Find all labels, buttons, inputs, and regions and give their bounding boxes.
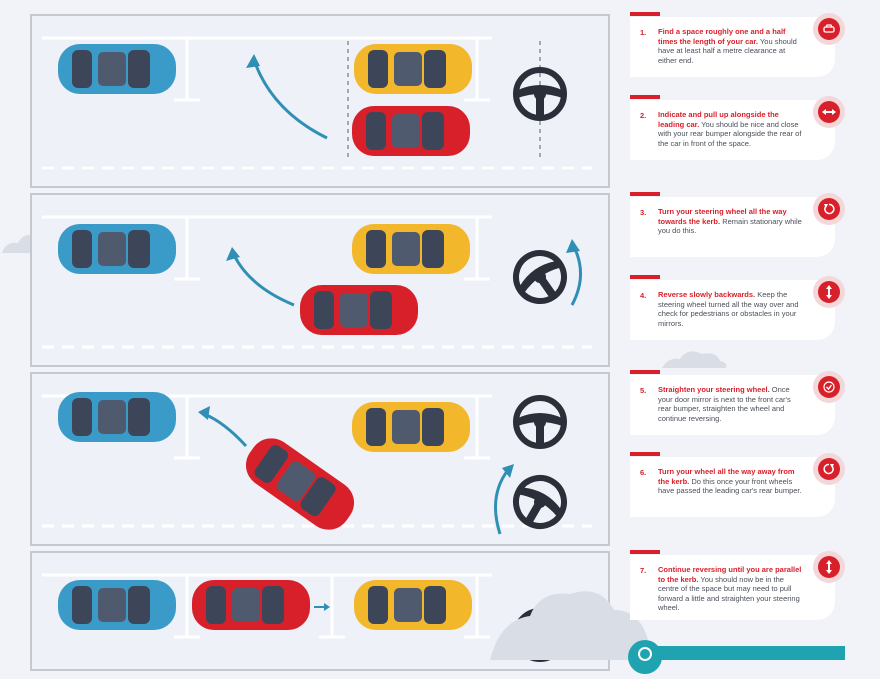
step-number: 6. xyxy=(640,468,647,477)
blue-car xyxy=(58,44,176,94)
step-card-3: 3. Turn your steering wheel all the way … xyxy=(630,192,845,257)
scene-4-drawing xyxy=(42,573,567,662)
up-down-arrows-icon xyxy=(818,281,840,303)
rotate-left-icon xyxy=(818,198,840,220)
scene-3-drawing xyxy=(42,392,592,535)
turn-arrow xyxy=(570,246,582,306)
step-lead-text: Turn your steering wheel all the way tow… xyxy=(658,207,787,226)
step-body-text: You should now be in the centre of the s… xyxy=(658,574,800,613)
step-accent-bar xyxy=(630,12,660,16)
step-number: 1. xyxy=(640,28,647,37)
check-icon xyxy=(818,376,840,398)
search-icon xyxy=(628,640,662,674)
yellow-car xyxy=(352,224,470,274)
scene-1-drawing xyxy=(42,36,592,170)
steering-wheel-icon xyxy=(513,395,567,449)
step-body-text: Do this once your front wheels have pass… xyxy=(658,476,802,496)
step-card-2: 2. Indicate and pull up alongside the le… xyxy=(630,95,845,160)
step-lead-text: Indicate and pull up alongside the leadi… xyxy=(658,110,779,129)
steering-wheel-icon xyxy=(513,67,567,121)
step-lead-text: Turn your wheel all the way away from th… xyxy=(658,467,795,486)
turn-arrow xyxy=(494,469,510,535)
reverse-path-arrow xyxy=(232,254,295,307)
car-front-icon xyxy=(818,18,840,40)
step-accent-bar xyxy=(630,452,660,456)
yellow-car xyxy=(354,44,472,94)
step-number: 5. xyxy=(640,386,647,395)
yellow-car xyxy=(354,580,472,630)
steering-wheel-turned-icon xyxy=(513,250,567,304)
step-card-1: 1. Find a space roughly one and a half t… xyxy=(630,12,845,77)
tree-silhouette xyxy=(490,591,648,660)
step-accent-bar xyxy=(630,275,660,279)
blue-car xyxy=(58,392,176,442)
step-number: 2. xyxy=(640,111,647,120)
step-body-text: You should have at least half a metre cl… xyxy=(658,36,797,65)
step-body-text: Keep the steering wheel turned all the w… xyxy=(658,290,799,328)
step-body-text: You should be nice and close with your r… xyxy=(658,119,802,148)
step-number: 3. xyxy=(640,208,647,217)
step-accent-bar xyxy=(630,95,660,99)
blue-car xyxy=(58,224,176,274)
step-accent-bar xyxy=(630,550,660,554)
step-accent-bar xyxy=(630,192,660,196)
step-lead-text: Reverse slowly backwards. xyxy=(658,290,756,299)
reverse-path-arrow xyxy=(203,412,248,448)
step-card-4: 4. Reverse slowly backwards. Keep the st… xyxy=(630,275,845,340)
step-body-text: Once your door mirror is next to the fro… xyxy=(658,385,791,423)
red-car xyxy=(352,106,470,156)
red-car-angled xyxy=(245,438,355,530)
footer-bar xyxy=(630,646,845,660)
rotate-right-icon xyxy=(818,458,840,480)
reverse-path-arrow xyxy=(252,59,328,140)
step-lead-text: Find a space roughly one and a half time… xyxy=(658,27,786,46)
red-car xyxy=(192,580,310,630)
step-card-5: 5. Straighten your steering wheel. Once … xyxy=(630,370,845,435)
step-card-6: 6. Turn your wheel all the way away from… xyxy=(630,452,845,517)
scene-panel-2 xyxy=(30,193,610,367)
scene-panel-3 xyxy=(30,372,610,546)
scene-panel-1 xyxy=(30,14,610,188)
steering-wheel-turned-icon xyxy=(513,475,567,529)
step-lead-text: Straighten your steering wheel. xyxy=(658,385,770,394)
step-accent-bar xyxy=(630,370,660,374)
cloud-right xyxy=(662,351,727,368)
up-down-arrows-icon xyxy=(818,556,840,578)
step-card-7: 7. Continue reversing until you are para… xyxy=(630,550,845,620)
indicator-arrows-icon xyxy=(818,101,840,123)
step-number: 7. xyxy=(640,566,647,575)
red-car xyxy=(300,285,418,335)
scene-2-drawing xyxy=(42,215,592,349)
yellow-car xyxy=(352,402,470,452)
step-number: 4. xyxy=(640,291,647,300)
blue-car xyxy=(58,580,176,630)
step-body-text: Remain stationary while you do this. xyxy=(658,216,802,236)
step-lead-text: Continue reversing until you are paralle… xyxy=(658,565,802,584)
